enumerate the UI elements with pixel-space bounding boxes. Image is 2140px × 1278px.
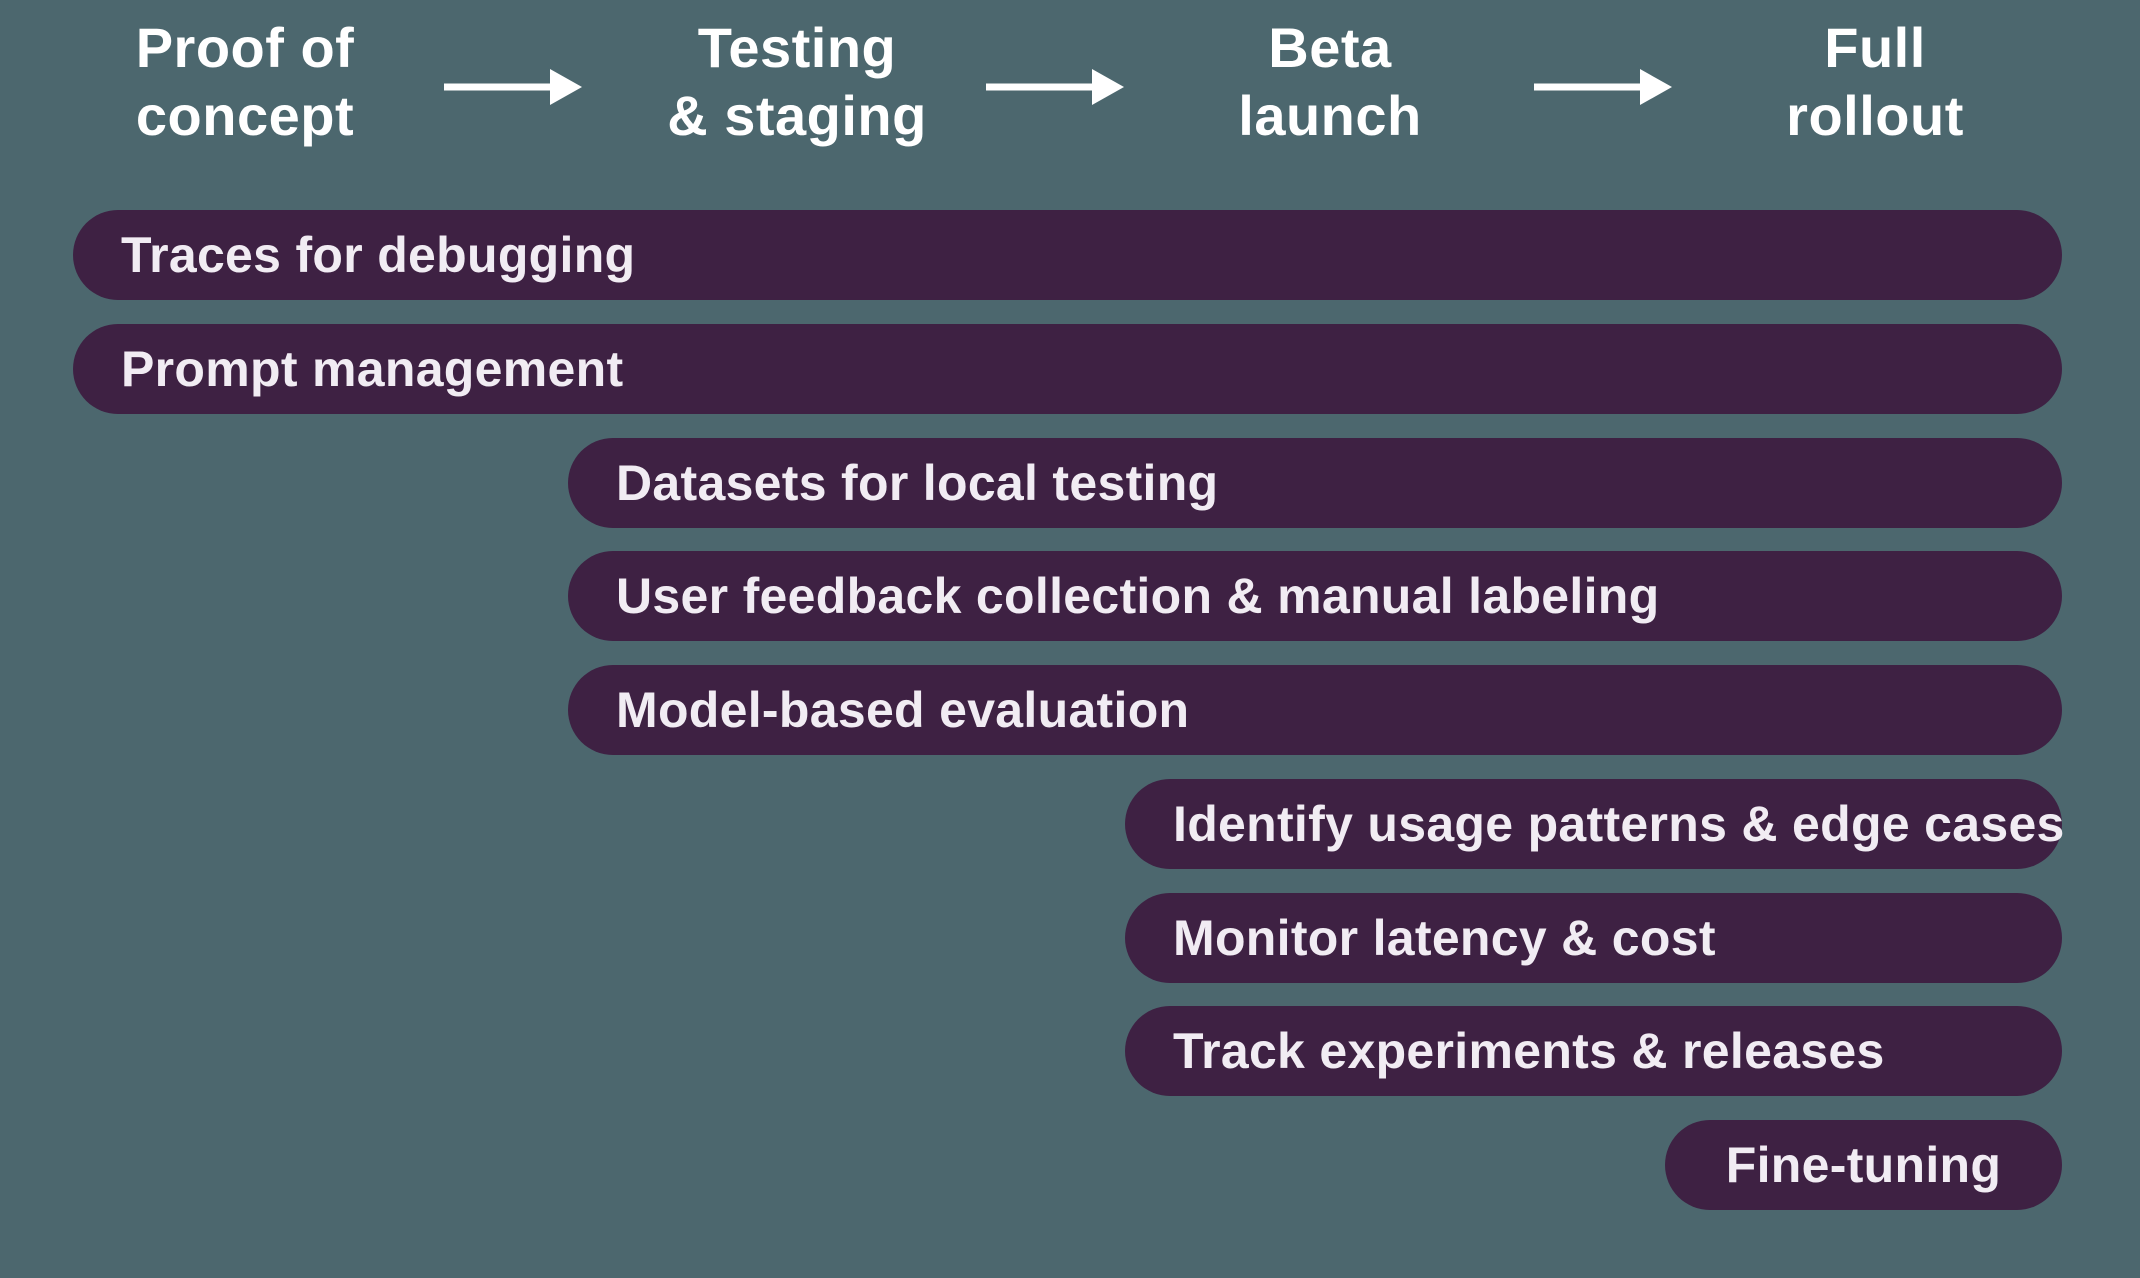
stage-label-full-rollout: Full rollout [1786, 16, 1964, 147]
bar-model-based-evaluation: Model-based evaluation [568, 665, 2062, 755]
bar-monitor-latency-cost: Monitor latency & cost [1125, 893, 2062, 983]
bar-label: Prompt management [121, 341, 624, 397]
bar-datasets-for-local-testing: Datasets for local testing [568, 438, 2062, 528]
stage-label-proof-of-concept: Proof of concept [135, 16, 355, 147]
bar-label: Identify usage patterns & edge cases [1173, 796, 2065, 852]
right-arrow-icon [986, 69, 1124, 105]
bar-label: Monitor latency & cost [1173, 910, 1716, 966]
bar-label: User feedback collection & manual labeli… [616, 568, 1660, 624]
bar-traces-for-debugging: Traces for debugging [73, 210, 2062, 300]
right-arrow-icon [1534, 69, 1672, 105]
bar-label: Fine-tuning [1725, 1137, 2002, 1193]
bar-identify-usage-patterns: Identify usage patterns & edge cases [1125, 779, 2065, 869]
bar-user-feedback-collection: User feedback collection & manual labeli… [568, 551, 2062, 641]
stage-label-testing-staging: Testing & staging [667, 16, 927, 147]
bar-prompt-management: Prompt management [73, 324, 2062, 414]
bar-track-experiments-releases: Track experiments & releases [1125, 1006, 2062, 1096]
stage-label-beta-launch: Beta launch [1238, 16, 1422, 147]
bar-label: Model-based evaluation [616, 682, 1190, 738]
bar-fine-tuning: Fine-tuning [1665, 1120, 2062, 1210]
right-arrow-icon [444, 69, 582, 105]
bar-label: Track experiments & releases [1173, 1023, 1885, 1079]
bar-label: Traces for debugging [121, 227, 636, 283]
bar-label: Datasets for local testing [616, 455, 1219, 511]
